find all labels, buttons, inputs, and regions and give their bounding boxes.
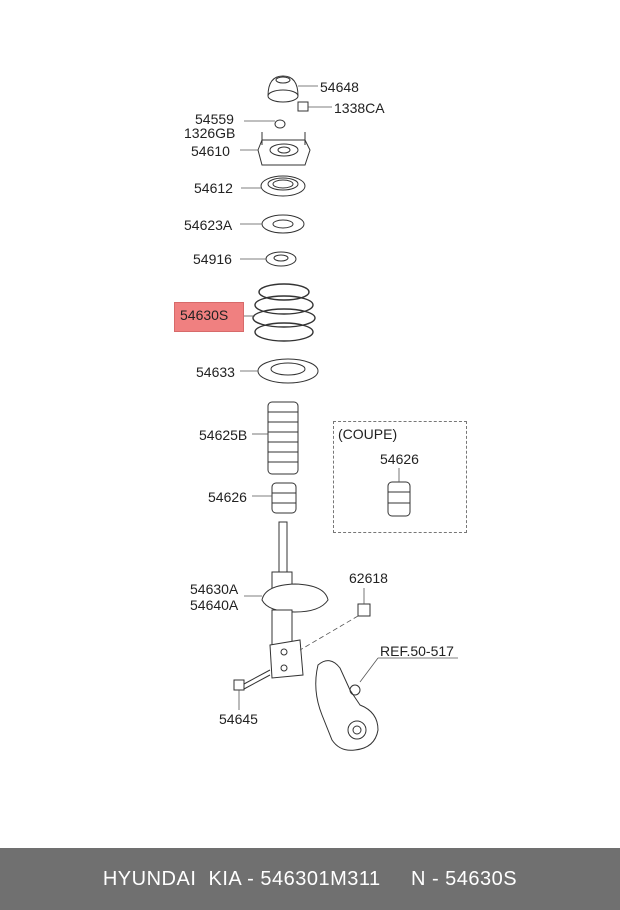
part-62618-nut: [299, 588, 371, 651]
part-54645-bolt: [233, 669, 271, 710]
part-54626-bumpstop: [252, 482, 297, 514]
label-54623A: 54623A: [184, 217, 233, 233]
part-knuckle: [315, 657, 458, 751]
part-54626-coupe-bumpstop: [387, 468, 411, 517]
coupe-variant-box: [333, 421, 467, 533]
part-54612-bearing: [241, 175, 306, 197]
label-54626: 54626: [208, 489, 247, 505]
label-54645: 54645: [219, 711, 258, 727]
part-54625B-boot: [252, 401, 299, 475]
part-54633-pad: [240, 358, 319, 384]
part-54630S-spring: [242, 283, 316, 342]
footer-text: HYUNDAI KIA - 546301M311 N - 54630S: [102, 868, 518, 890]
label-54612: 54612: [194, 180, 233, 196]
part-54648-cap: [267, 75, 318, 103]
part-1338CA-nut: [297, 101, 332, 112]
label-54610: 54610: [191, 143, 230, 159]
label-54640A: 54640A: [190, 597, 239, 613]
label-54630A: 54630A: [190, 581, 239, 597]
label-ref: REF.50-517: [380, 643, 454, 659]
highlight-54630S: [174, 302, 244, 332]
part-54559-nut: [244, 119, 286, 129]
footer-bar: HYUNDAI KIA - 546301M311 N - 54630S: [0, 848, 620, 910]
part-54610-mount: [240, 132, 311, 166]
label-54559: 54559: [195, 111, 234, 127]
label-54626-coupe: 54626: [380, 451, 419, 467]
part-54916-insulator: [240, 251, 297, 267]
label-54633: 54633: [196, 364, 235, 380]
label-54625B: 54625B: [199, 427, 248, 443]
label-1338CA: 1338CA: [334, 100, 385, 116]
label-coupe: (COUPE): [338, 426, 398, 442]
label-54648: 54648: [320, 79, 359, 95]
part-54630A-strut: [244, 521, 329, 679]
label-62618: 62618: [349, 570, 388, 586]
part-54623A-seat: [240, 214, 305, 234]
label-1326GB: 1326GB: [184, 125, 236, 141]
strut-assembly-diagram: [233, 75, 458, 751]
label-54630S: 54630S: [180, 307, 229, 323]
label-54916: 54916: [193, 251, 232, 267]
